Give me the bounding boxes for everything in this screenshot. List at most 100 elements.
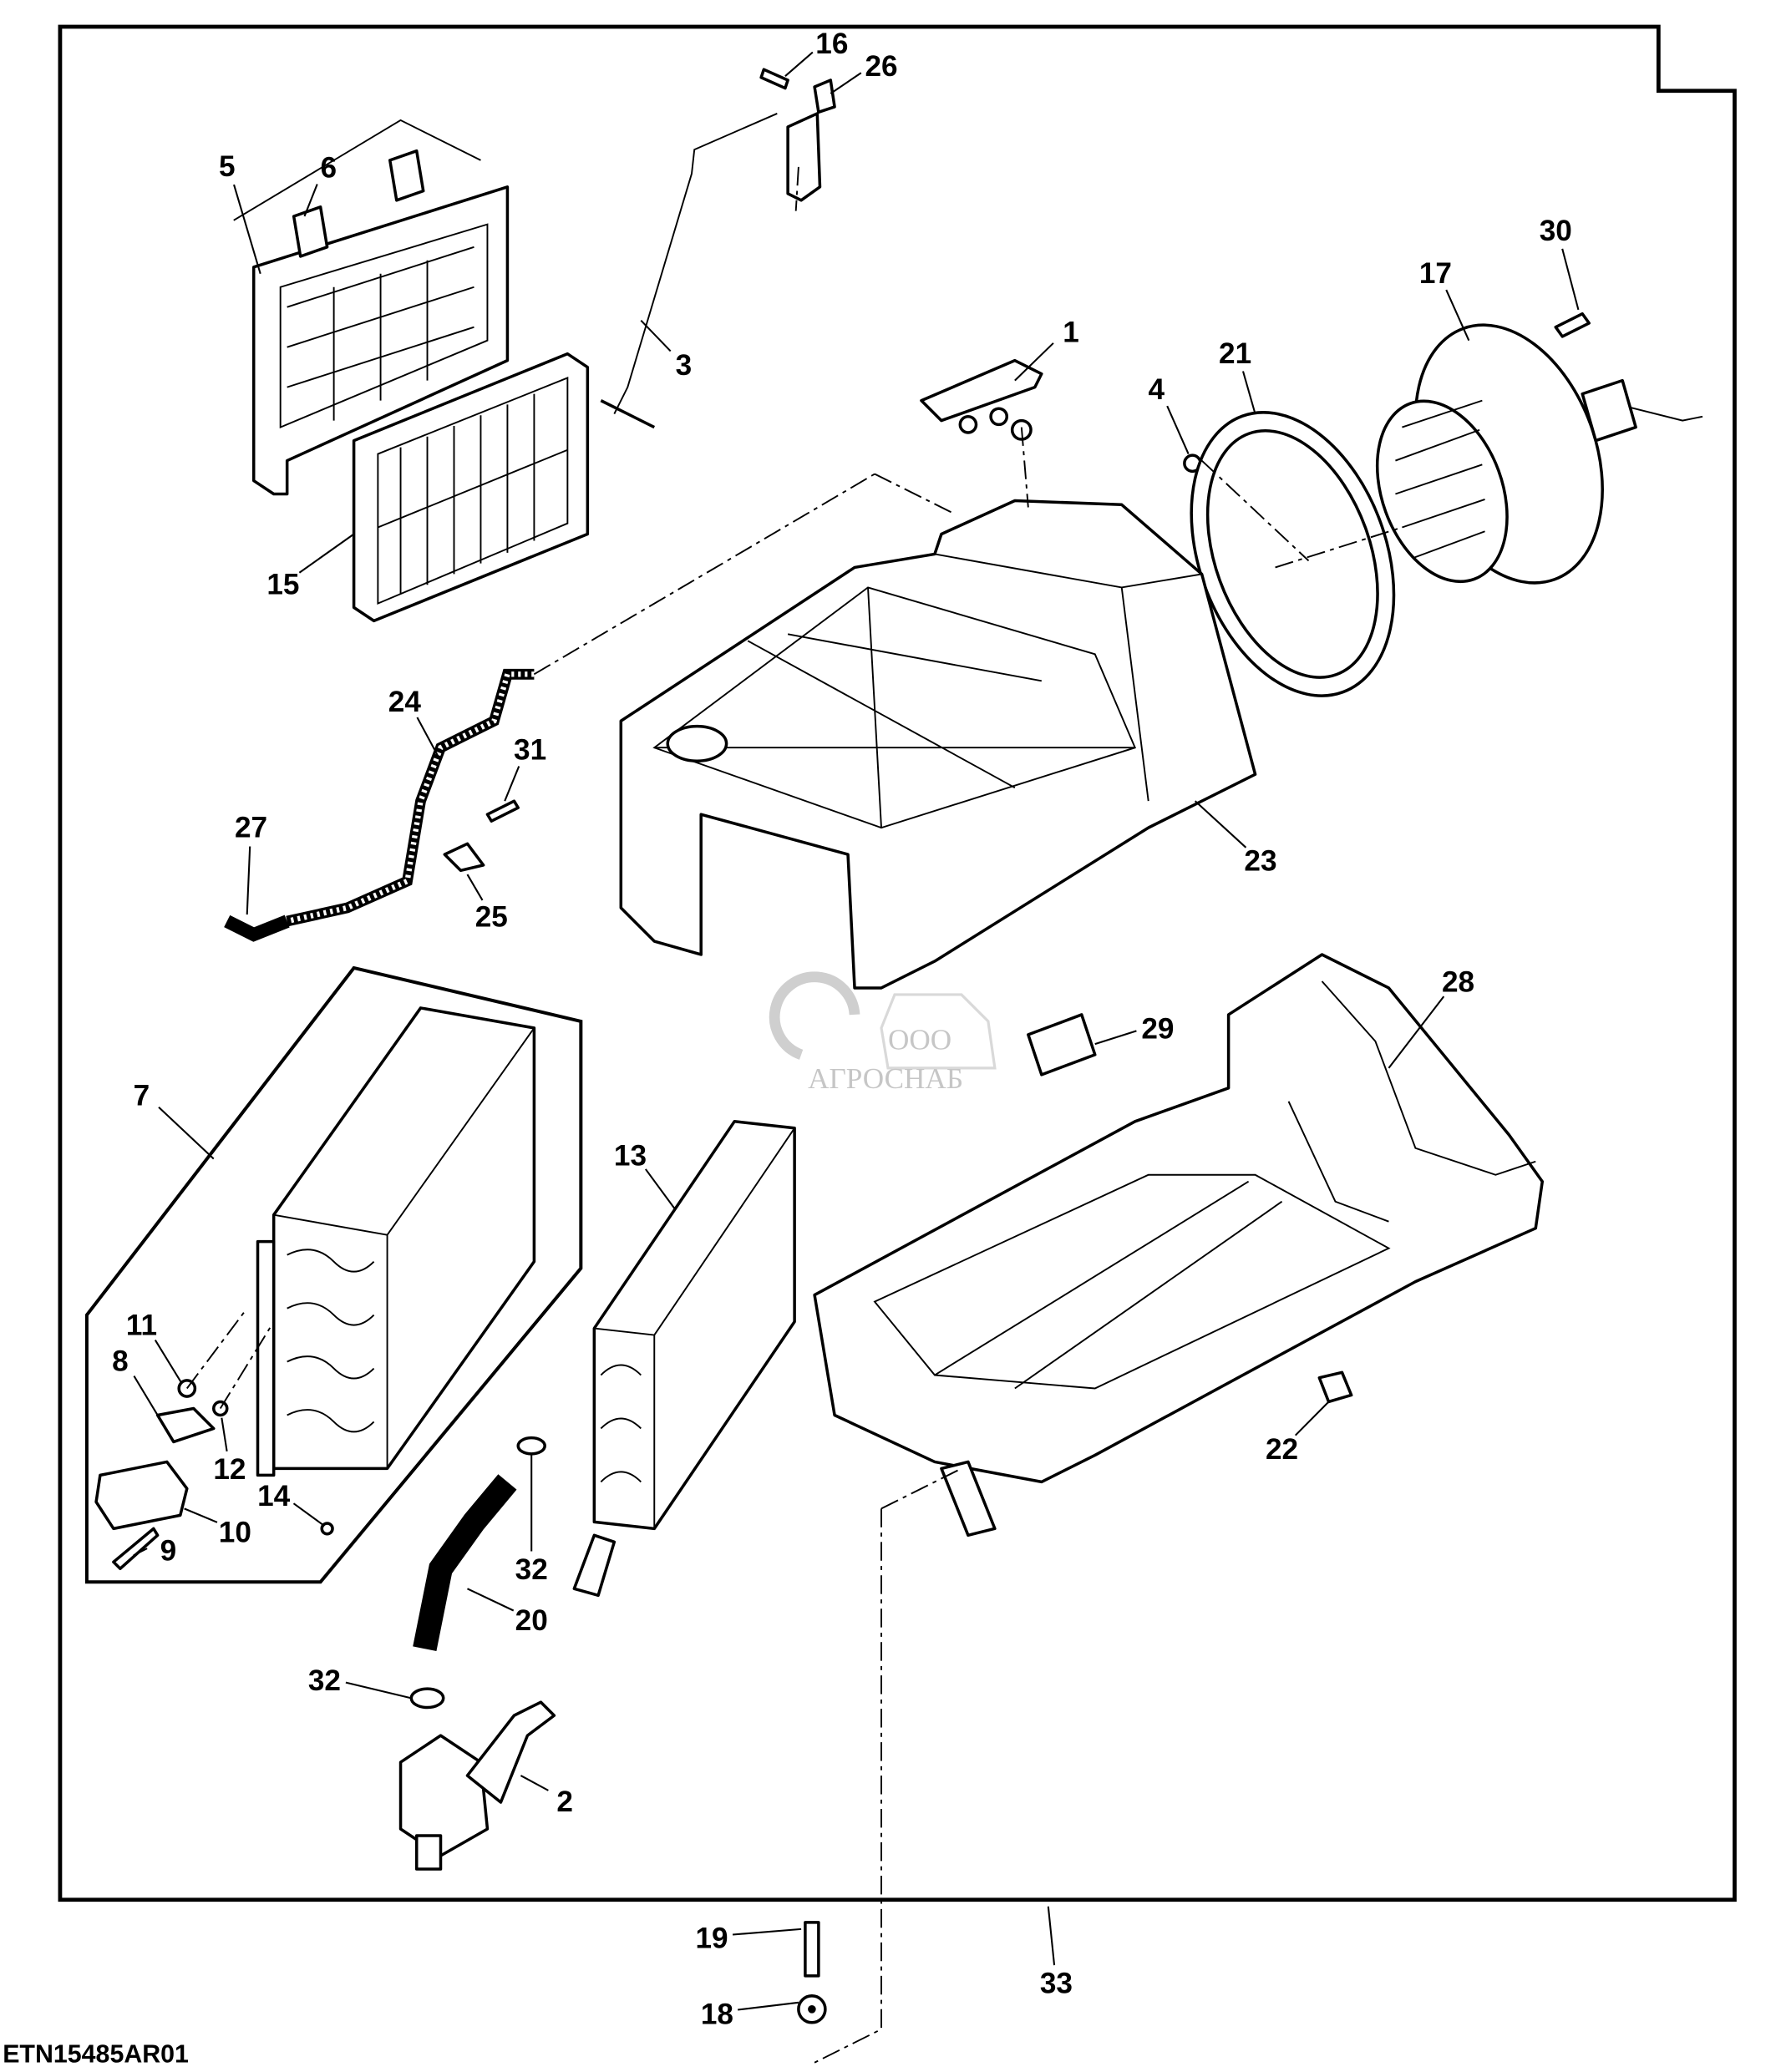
callout-number: 17 <box>1419 257 1452 290</box>
callout-number: 13 <box>614 1140 647 1173</box>
callout-8: 8 <box>112 1345 159 1416</box>
callout-number: 6 <box>320 152 337 185</box>
callout-number: 15 <box>266 568 299 600</box>
callout-21: 21 <box>1219 337 1256 414</box>
part-5-filter-housing <box>233 119 510 496</box>
callout-number: 28 <box>1442 966 1474 999</box>
leader-line <box>1047 1906 1056 1966</box>
callout-12: 12 <box>213 1417 246 1486</box>
callout-number: 22 <box>1266 1433 1298 1466</box>
leader-line <box>133 1548 148 1557</box>
callout-number: 29 <box>1141 1013 1174 1046</box>
callout-3: 3 <box>640 319 692 382</box>
callout-6: 6 <box>303 152 337 217</box>
callout-2: 2 <box>520 1775 573 1818</box>
part-23-upper-housing <box>619 499 1257 990</box>
part-13-heater-core <box>572 1120 796 1598</box>
callout-number: 5 <box>219 150 236 183</box>
leader-line <box>221 1417 228 1451</box>
leader-line <box>1561 248 1580 311</box>
callout-15: 15 <box>266 533 355 600</box>
callout-4: 4 <box>1149 373 1190 454</box>
leader-line <box>520 1775 549 1791</box>
part-7-evaporator-kit <box>84 965 583 1584</box>
callout-1: 1 <box>1014 316 1079 382</box>
leader-line <box>1242 371 1256 414</box>
callout-11: 11 <box>126 1310 183 1384</box>
callout-number: 32 <box>308 1664 341 1697</box>
leader-line <box>1294 1401 1330 1436</box>
assembly-frame <box>58 24 1737 1902</box>
callout-number: 27 <box>235 811 267 843</box>
callout-28: 28 <box>1388 966 1474 1069</box>
leader-line <box>1445 289 1470 342</box>
leader-line <box>303 184 318 217</box>
callout-16: 16 <box>784 28 848 77</box>
part-9-bolt <box>112 1527 160 1571</box>
callout-number: 33 <box>1040 1968 1073 2000</box>
leader-line <box>158 1106 215 1160</box>
leader-line <box>466 874 484 901</box>
part-25-clamp <box>443 842 485 873</box>
callout-number: 21 <box>1219 337 1251 370</box>
part-1-resistor <box>920 358 1043 441</box>
part-31-screw <box>485 799 520 823</box>
part-24-drain-hose <box>286 668 535 927</box>
callout-20: 20 <box>467 1588 548 1637</box>
leader-line <box>1388 995 1445 1069</box>
callout-18: 18 <box>701 1998 799 2030</box>
callout-number: 10 <box>219 1516 251 1548</box>
callout-number: 30 <box>1540 215 1572 247</box>
leader-line <box>504 766 520 802</box>
part-14-screw <box>320 1522 334 1536</box>
leader-line <box>345 1681 412 1700</box>
callout-number: 23 <box>1244 844 1276 877</box>
part-10-expansion-valve <box>94 1460 189 1531</box>
part-32-hose-clamp-upper <box>516 1436 546 1456</box>
leader-line <box>1094 1030 1137 1046</box>
part-16-screw <box>759 68 789 90</box>
callout-30: 30 <box>1540 215 1580 311</box>
callout-number: 19 <box>695 1922 728 1954</box>
leader-line <box>830 72 862 94</box>
callout-25: 25 <box>466 874 508 933</box>
leader-line <box>732 1928 802 1936</box>
watermark-small-text: ООО <box>888 1023 951 1056</box>
part-8-plate <box>155 1406 216 1444</box>
callout-10: 10 <box>184 1507 251 1548</box>
callout-27: 27 <box>235 811 267 915</box>
part-18-washer <box>797 1994 827 2024</box>
callout-number: 12 <box>213 1453 246 1486</box>
callout-number: 2 <box>556 1786 573 1818</box>
leader-line <box>292 1502 326 1527</box>
part-29-clip <box>1027 1013 1097 1077</box>
leader-line <box>154 1340 183 1384</box>
callout-number: 18 <box>701 1998 733 2030</box>
part-26-bracket <box>813 79 836 114</box>
callout-number: 9 <box>160 1535 177 1568</box>
part-32-hose-clamp-lower <box>409 1687 445 1710</box>
callout-5: 5 <box>219 150 261 275</box>
watermark-brand-text: АГРОСНАБ <box>808 1062 963 1095</box>
part-22-clip <box>1317 1370 1353 1404</box>
callout-29: 29 <box>1094 1013 1174 1046</box>
leader-line <box>1166 405 1190 454</box>
watermark-logo: ООО АГРОСНАБ <box>769 971 997 1095</box>
part-19-bolt <box>804 1921 820 1978</box>
callout-number: 7 <box>134 1080 150 1112</box>
callout-19: 19 <box>695 1922 802 1954</box>
callout-32: 32 <box>515 1455 548 1586</box>
part-21-gasket <box>1190 411 1396 697</box>
reference-code: ETN15485AR01 <box>3 2041 189 2069</box>
leader-line <box>298 533 355 574</box>
leader-line <box>467 1588 515 1612</box>
callout-26: 26 <box>830 50 898 94</box>
part-3-cable <box>600 112 822 429</box>
part-27-elbow <box>224 914 290 942</box>
leader-line <box>133 1375 159 1416</box>
callout-number: 31 <box>514 734 546 767</box>
callout-23: 23 <box>1194 800 1277 877</box>
part-2-water-valve <box>398 1700 556 1871</box>
